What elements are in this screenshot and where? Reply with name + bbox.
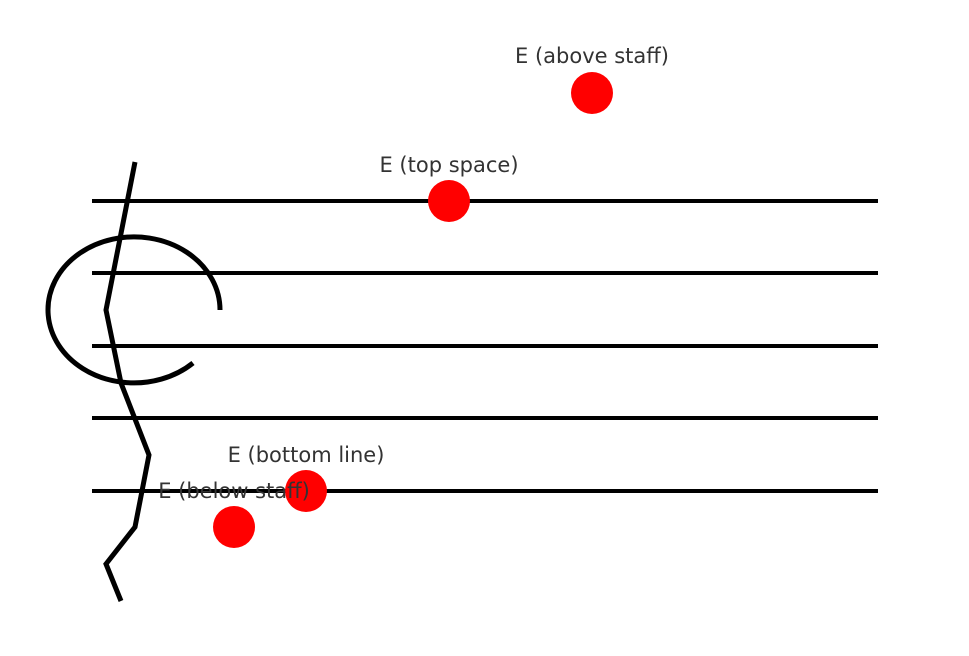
note-markers: E (above staff) E (top space) E (bottom … — [158, 44, 669, 548]
note-label: E (above staff) — [515, 44, 669, 68]
clef-stem — [103, 161, 152, 602]
note-head — [213, 506, 255, 548]
staff — [92, 199, 878, 493]
note-e-top-space: E (top space) — [379, 153, 519, 222]
note-e-bottom-line: E (bottom line) — [228, 443, 385, 512]
note-head — [571, 72, 613, 114]
note-e-above-staff: E (above staff) — [515, 44, 669, 114]
note-head — [285, 470, 327, 512]
note-label: E (below staff) — [158, 479, 310, 503]
clef-loop — [45, 234, 223, 386]
note-head — [428, 180, 470, 222]
note-label: E (bottom line) — [228, 443, 385, 467]
treble-clef-icon — [45, 161, 223, 602]
note-label: E (top space) — [379, 153, 518, 177]
note-e-below-staff: E (below staff) — [158, 479, 310, 548]
